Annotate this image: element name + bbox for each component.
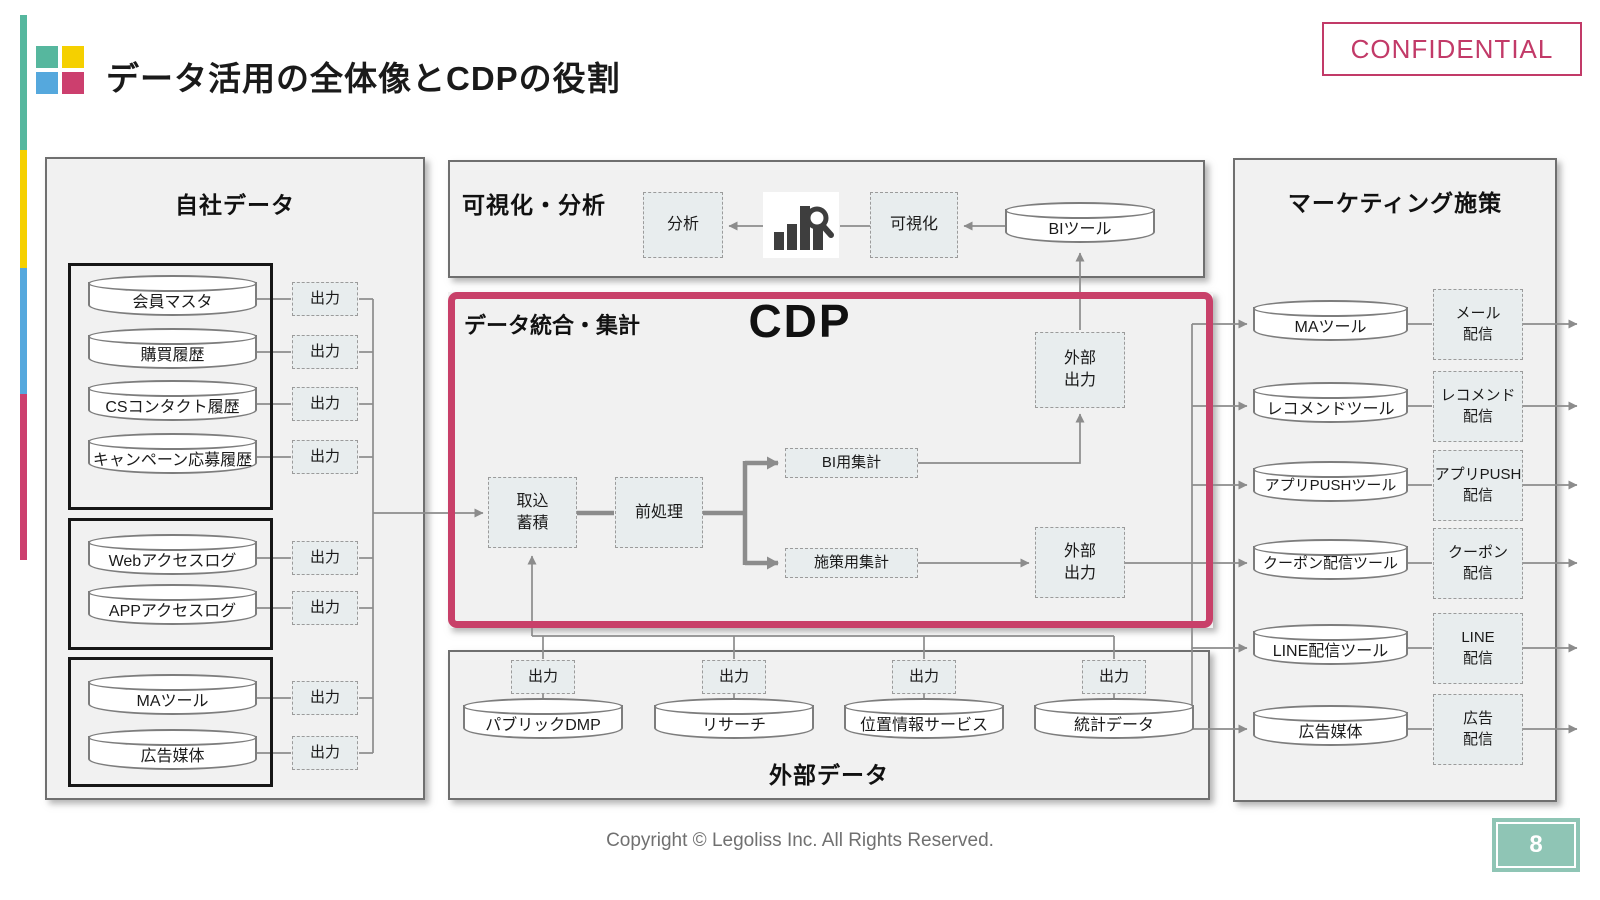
cdp-frame [448,292,1213,628]
viz-title: 可視化・分析 [462,192,606,218]
output-box: 出力 [292,440,358,474]
external-label: リサーチ [701,717,766,734]
tool-label: レコメンドツール [1266,401,1395,418]
bi-aggregation-box: BI用集計 [785,448,918,478]
external-output-box-bottom: 外部 出力 [1035,527,1125,598]
accent-bar-teal [20,15,27,150]
delivery-box: 広告 配信 [1433,694,1523,765]
marketing-tool-cylinder: クーポン配信ツール [1252,539,1409,580]
external-output-box-top: 外部 出力 [1035,332,1125,408]
logo-square-teal [36,46,58,68]
marketing-tool-cylinder: レコメンドツール [1252,382,1409,423]
own-data-group-3 [68,657,273,787]
db-label: 会員マスタ [132,294,213,311]
db-cylinder: CSコンタクト履歴 [87,380,258,421]
bi-tool-cylinder: BIツール [1004,202,1156,243]
db-cylinder: 広告媒体 [87,729,258,770]
bar-chart-magnifier-icon [763,192,839,258]
db-label: 購買履歴 [140,347,205,364]
analysis-box: 分析 [643,192,723,258]
external-label: パブリックDMP [485,717,601,734]
cdp-tag: データ統合・集計 [464,313,641,338]
output-box: 出力 [292,591,358,625]
tool-label: アプリPUSHツール [1264,477,1397,494]
tool-label: MAツール [1294,319,1367,336]
own-data-group-2 [68,518,273,650]
logo-square-blue [36,72,58,94]
page-number: 8 [1496,822,1576,868]
marketing-tool-cylinder: 広告媒体 [1252,705,1409,746]
delivery-box: レコメンド 配信 [1433,371,1523,442]
db-cylinder: MAツール [87,674,258,715]
db-label: MAツール [136,693,209,710]
external-cylinder: 統計データ [1033,698,1195,739]
marketing-title: マーケティング施策 [1287,190,1503,216]
output-box: 出力 [511,660,575,694]
accent-bar-pink [20,394,27,560]
output-box: 出力 [292,335,358,369]
marketing-tool-cylinder: アプリPUSHツール [1252,461,1409,502]
output-box: 出力 [292,681,358,715]
output-box: 出力 [1082,660,1146,694]
output-box: 出力 [292,282,358,316]
marketing-tool-cylinder: MAツール [1252,300,1409,341]
page-number-badge: 8 [1492,818,1580,872]
external-data-title: 外部データ [769,762,889,788]
external-cylinder: パブリックDMP [462,698,624,739]
visualization-box: 可視化 [870,192,958,258]
delivery-box: LINE 配信 [1433,613,1523,684]
marketing-tool-cylinder: LINE配信ツール [1252,624,1409,665]
cdp-title: CDP [748,295,852,347]
delivery-box: メール 配信 [1433,289,1523,360]
db-label: キャンペーン応募履歴 [92,452,253,469]
db-label: APPアクセスログ [108,603,237,620]
db-cylinder: Webアクセスログ [87,534,258,575]
logo-square-yellow [62,46,84,68]
accent-bar-blue [20,268,27,394]
output-box: 出力 [892,660,956,694]
db-cylinder: 購買履歴 [87,328,258,369]
output-box: 出力 [292,387,358,421]
confidential-badge: CONFIDENTIAL [1322,22,1582,76]
db-label: 広告媒体 [140,748,205,765]
copyright-text: Copyright © Legoliss Inc. All Rights Res… [606,830,994,851]
accent-bar-yellow [20,150,27,268]
own-data-group-1 [68,263,273,510]
output-box: 出力 [292,541,358,575]
db-cylinder: APPアクセスログ [87,584,258,625]
preprocess-box: 前処理 [615,477,703,548]
logo-square-pink [62,72,84,94]
db-label: CSコンタクト履歴 [105,399,240,416]
tool-label: 広告媒体 [1298,724,1363,741]
own-data-title: 自社データ [175,192,295,218]
measure-aggregation-box: 施策用集計 [785,548,918,578]
db-cylinder: キャンペーン応募履歴 [87,433,258,474]
db-label: Webアクセスログ [108,553,237,570]
external-cylinder: リサーチ [653,698,815,739]
external-label: 位置情報サービス [859,717,988,734]
delivery-box: アプリPUSH 配信 [1433,450,1523,521]
page-title: データ活用の全体像とCDPの役割 [106,60,621,97]
tool-label: クーポン配信ツール [1262,555,1398,572]
output-box: 出力 [702,660,766,694]
output-box: 出力 [292,736,358,770]
intake-box: 取込 蓄積 [488,477,577,548]
delivery-box: クーポン 配信 [1433,528,1523,599]
external-cylinder: 位置情報サービス [843,698,1005,739]
bi-tool-label: BIツール [1048,221,1112,238]
tool-label: LINE配信ツール [1272,643,1389,660]
external-label: 統計データ [1073,717,1154,734]
db-cylinder: 会員マスタ [87,275,258,316]
